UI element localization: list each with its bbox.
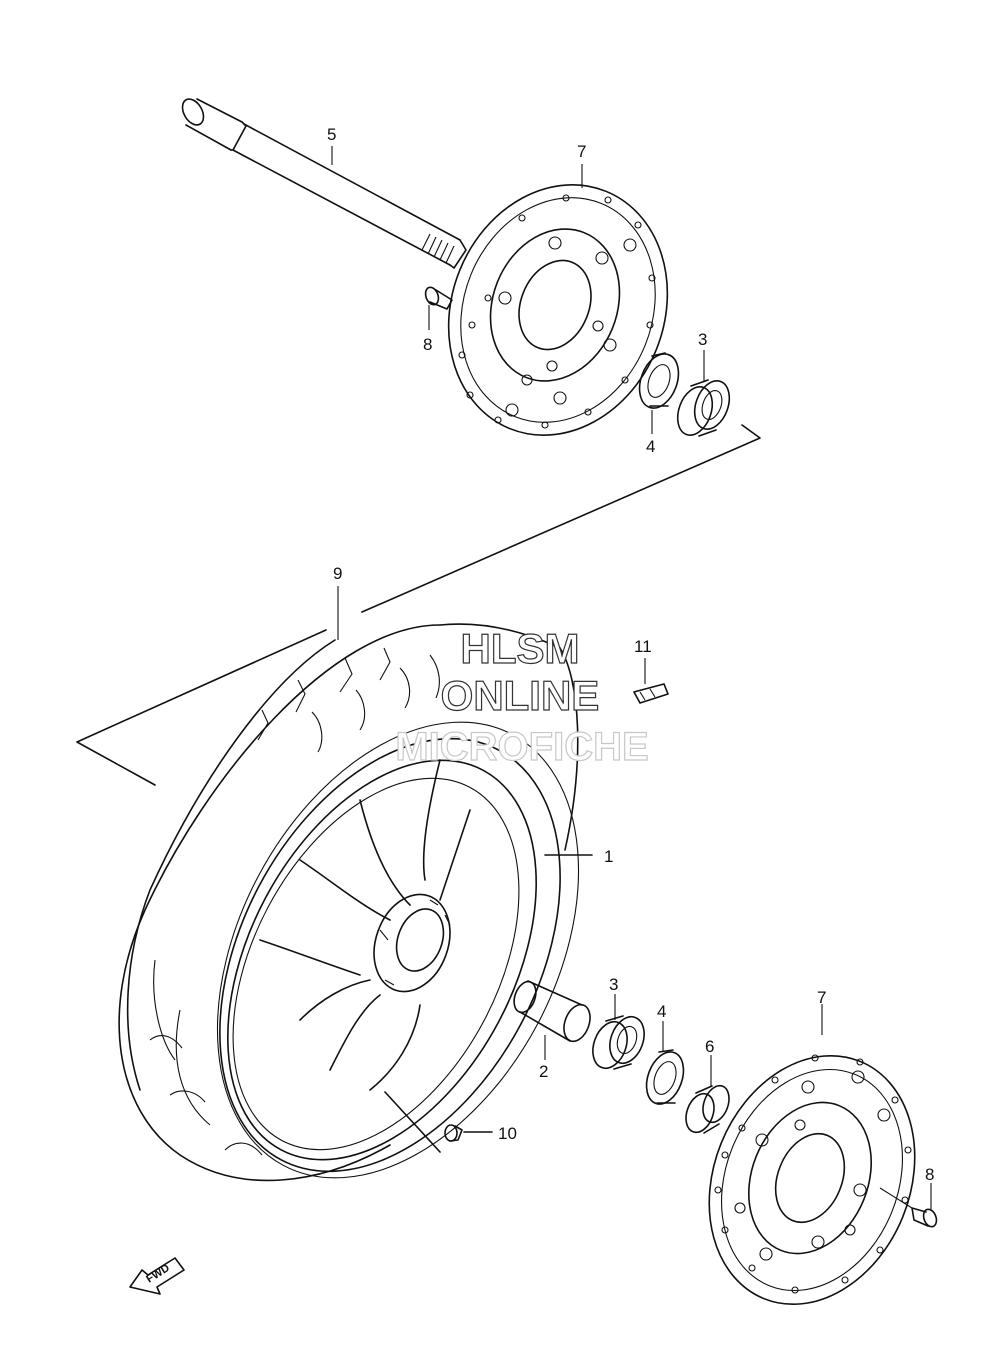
callout-4-lower: 4	[657, 1002, 666, 1021]
callout-1: 1	[604, 847, 613, 866]
valve-part-10	[384, 1091, 493, 1153]
tire-part-9	[118, 623, 579, 1182]
wheel-rim-part-1	[216, 721, 593, 1179]
callout-11: 11	[634, 637, 652, 656]
balance-weight-part-11	[633, 683, 669, 704]
callout-4-upper: 4	[646, 437, 655, 456]
callout-3-upper: 3	[698, 330, 707, 349]
brake-disc-lower-part-7	[708, 1054, 916, 1306]
callout-6: 6	[705, 1037, 714, 1056]
callout-5: 5	[327, 125, 336, 144]
forward-direction-arrow: FWD	[129, 1257, 185, 1295]
bearing-lower-part-3	[592, 1015, 645, 1070]
callout-3-lower: 3	[609, 975, 618, 994]
callout-2: 2	[539, 1062, 548, 1081]
brake-disc-upper-part-7	[447, 184, 669, 436]
oil-seal-lower-part-4	[645, 1049, 685, 1105]
bolt-upper-part-8	[424, 286, 453, 310]
oil-seal-upper-part-4	[638, 352, 680, 409]
spacer-part-6	[685, 1084, 730, 1134]
leader-lines	[331, 146, 932, 1210]
callout-8-lower: 8	[925, 1165, 934, 1184]
watermark-line-2: ONLINE	[441, 672, 600, 719]
axle-part-5	[181, 98, 467, 269]
callout-7-upper: 7	[577, 142, 586, 161]
watermark-line-1: HLSM	[461, 625, 580, 672]
callout-labels: 5 7 8 3 4 9 11 1 2 3 4 6 7 8 10	[327, 125, 934, 1184]
fwd-label: FWD	[144, 1262, 172, 1285]
bolt-lower-part-8	[911, 1207, 938, 1228]
callout-8-upper: 8	[423, 335, 432, 354]
callout-7-lower: 7	[817, 988, 826, 1007]
bearing-upper-part-3	[676, 379, 731, 437]
callout-10: 10	[498, 1124, 517, 1143]
assembly-plane-outline	[76, 424, 761, 786]
callout-9: 9	[333, 564, 342, 583]
watermark-line-3: MICROFICHE	[395, 725, 648, 769]
watermark: HLSM ONLINE MICROFICHE	[395, 624, 650, 769]
spacer-part-2	[513, 980, 591, 1043]
